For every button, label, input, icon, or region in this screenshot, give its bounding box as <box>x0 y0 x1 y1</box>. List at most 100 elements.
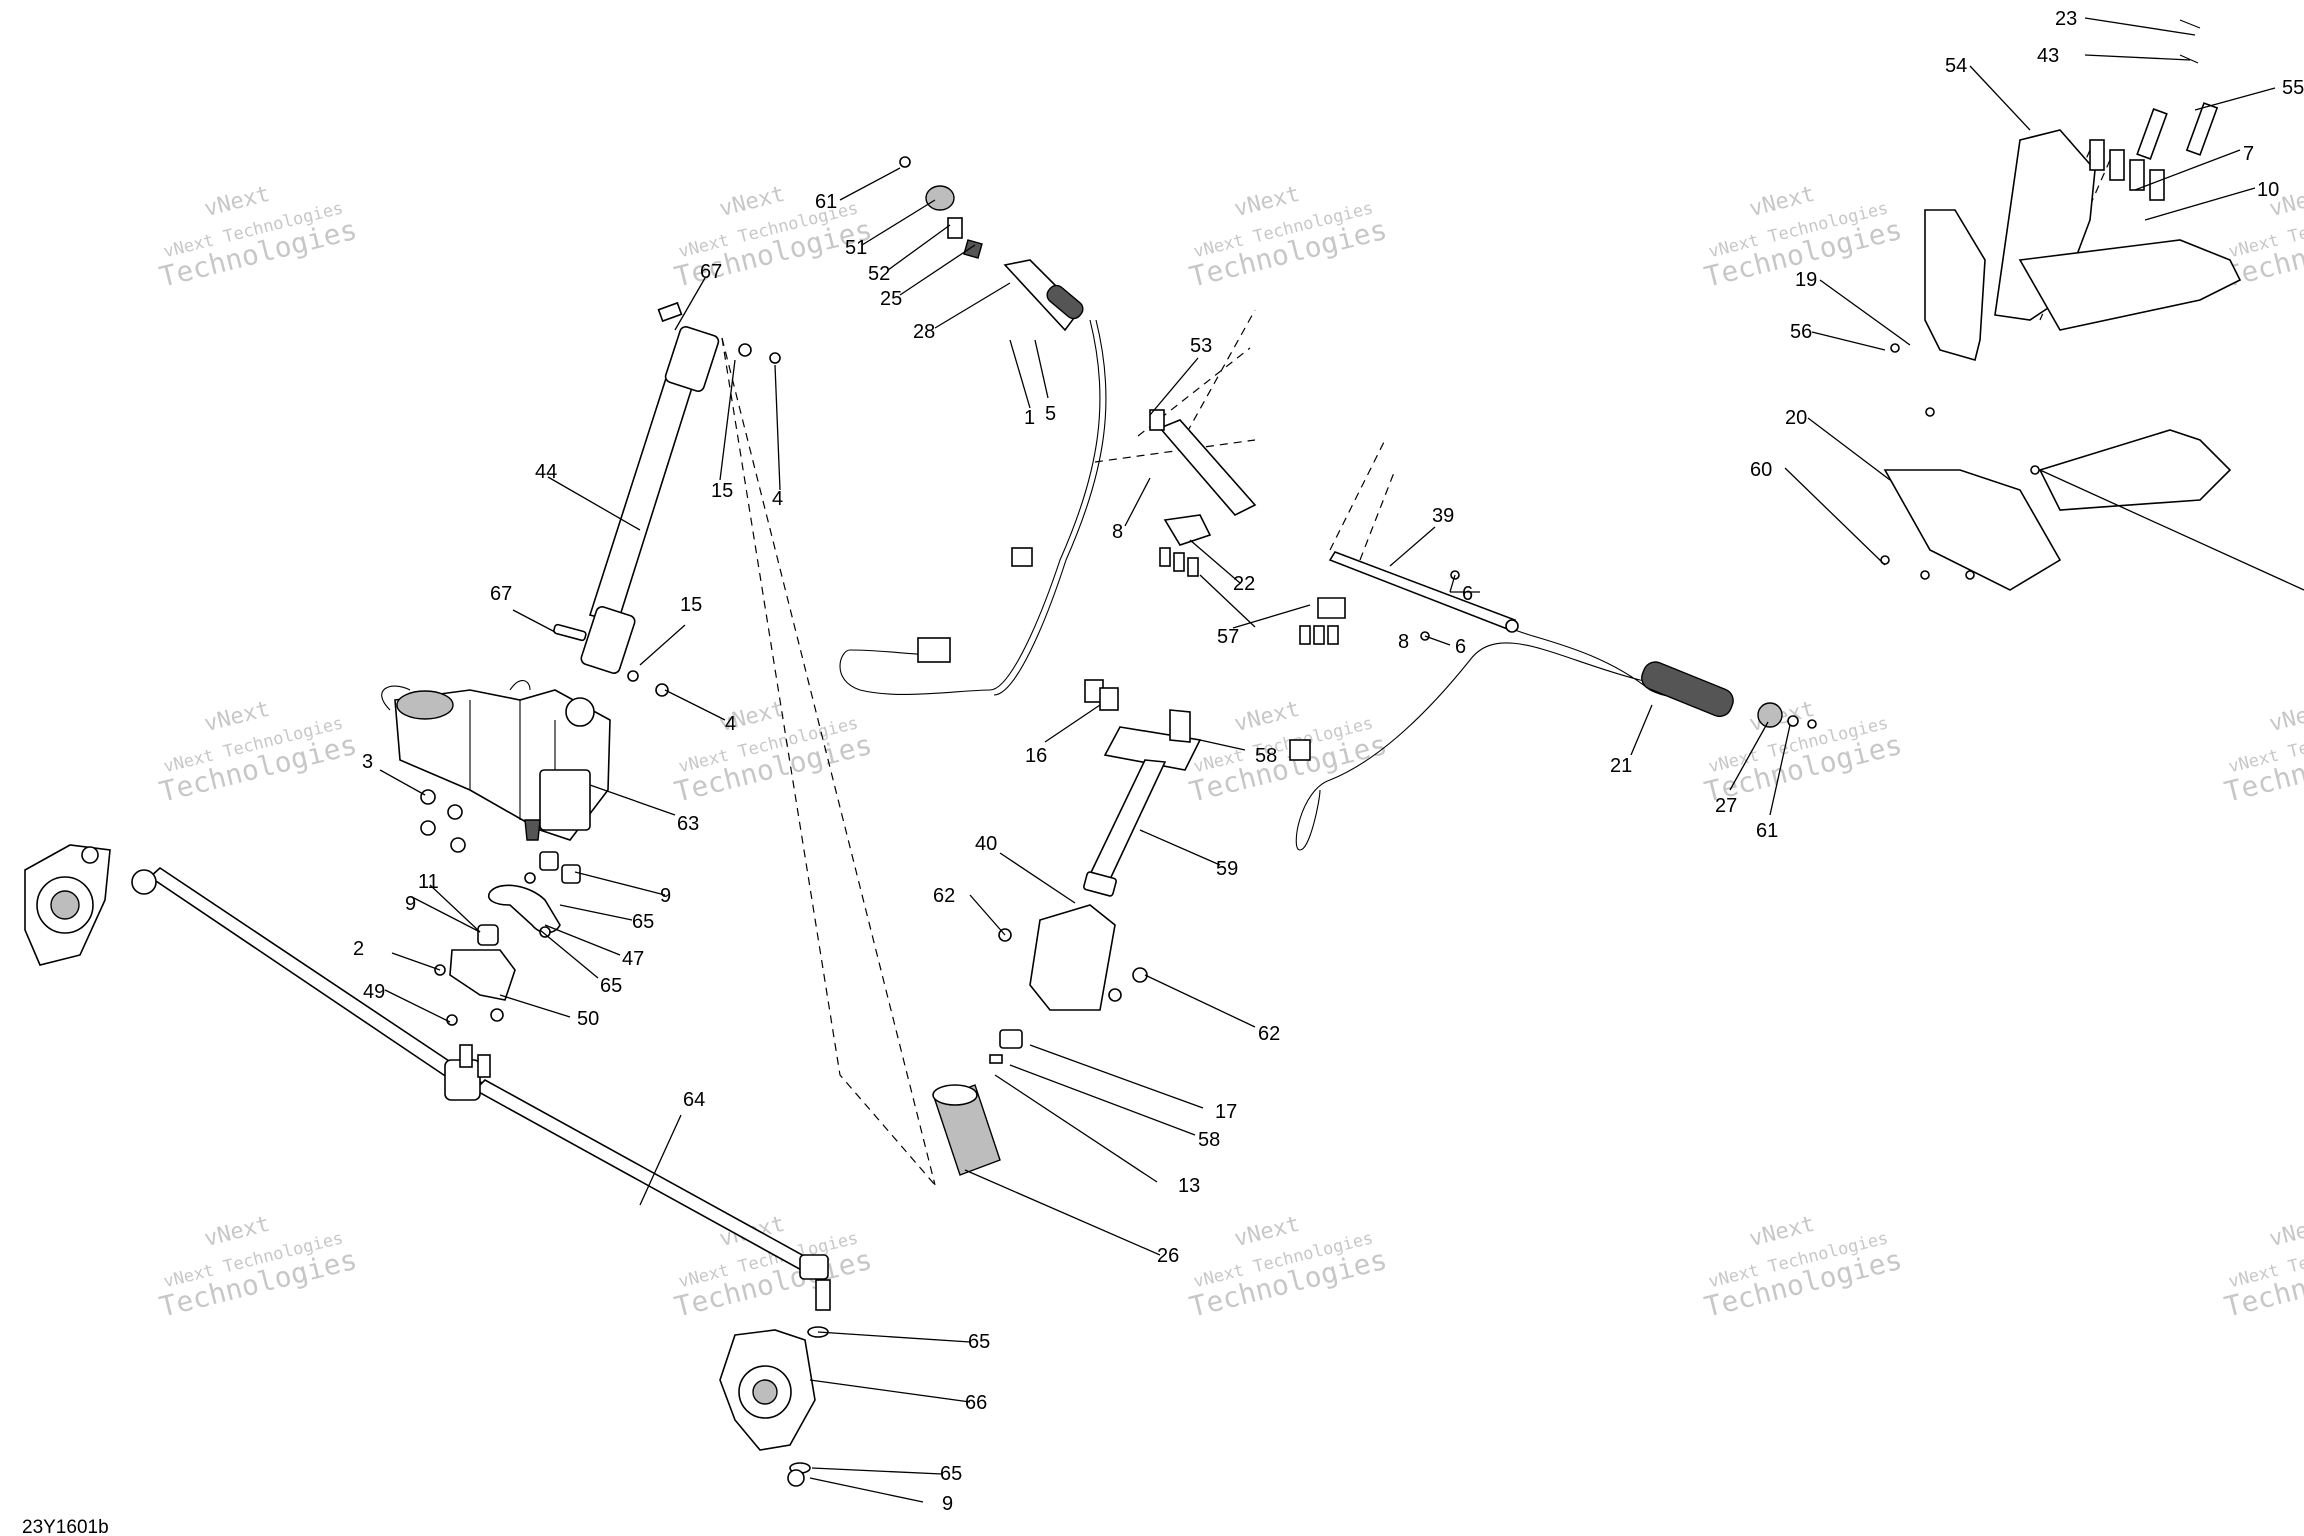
pitman-arm <box>434 851 581 1026</box>
watermark-tag: vNext <box>1747 182 1817 222</box>
callout-label: 43 <box>2037 45 2059 67</box>
watermark-tag: vNext <box>1232 182 1302 222</box>
callout-label: 1 <box>1024 407 1035 429</box>
left-handle-grip <box>899 156 1084 332</box>
right-steering-knuckle <box>719 1326 829 1487</box>
callout-label: 51 <box>845 237 867 259</box>
callout-label: 15 <box>711 480 733 502</box>
callout-label: 39 <box>1432 505 1454 527</box>
callout-label: 62 <box>933 885 955 907</box>
callout-label: 8 <box>1398 631 1409 653</box>
callout-label: 57 <box>1217 626 1239 648</box>
callout-label: 9 <box>660 885 671 907</box>
parts-art <box>24 19 2242 1487</box>
callout-label: 6 <box>1455 636 1466 658</box>
steering-column <box>932 679 1202 1176</box>
left-wiring-harness <box>839 319 1107 696</box>
callout-label: 61 <box>1756 820 1778 842</box>
callout-label: 60 <box>1750 459 1772 481</box>
right-handle-grip <box>1289 629 1817 851</box>
callout-label: 9 <box>942 1493 953 1515</box>
callout-label: 49 <box>363 981 385 1003</box>
callout-label: 40 <box>975 833 997 855</box>
callout-label: 13 <box>1178 1175 1200 1197</box>
power-steering-unit <box>381 680 611 841</box>
callout-label: 21 <box>1610 755 1632 777</box>
callout-label: 52 <box>868 263 890 285</box>
callout-label: 28 <box>913 321 935 343</box>
callout-label: 66 <box>965 1392 987 1414</box>
steering-shaft <box>553 301 781 697</box>
callout-label: 65 <box>968 1331 990 1353</box>
callout-label: 50 <box>577 1008 599 1030</box>
callout-label: 54 <box>1945 55 1967 77</box>
callout-label: 11 <box>418 871 439 893</box>
callout-label: 7 <box>2243 143 2254 165</box>
gearbox-bolts <box>420 789 466 853</box>
callout-label: 64 <box>683 1089 705 1111</box>
callout-label: 17 <box>1215 1101 1237 1123</box>
callout-label: 65 <box>600 975 622 997</box>
callout-label: 53 <box>1190 335 1212 357</box>
callout-label: 58 <box>1255 745 1277 767</box>
callout-label: 44 <box>535 461 557 483</box>
callout-label: 26 <box>1157 1245 1179 1267</box>
callout-label: 23 <box>2055 8 2077 30</box>
callout-label: 55 <box>2282 77 2304 99</box>
callout-label: 56 <box>1790 321 1812 343</box>
callout-label: 16 <box>1025 745 1047 767</box>
watermark-tag: vNext <box>1747 1212 1817 1252</box>
callout-label: 3 <box>362 751 373 773</box>
callout-label: 6 <box>1462 583 1473 605</box>
callout-label: 20 <box>1785 407 1807 429</box>
callout-label: 47 <box>622 948 644 970</box>
leader-lines <box>379 17 2304 1503</box>
callout-label: 10 <box>2257 179 2279 201</box>
watermark-tag: vNext <box>2267 1212 2304 1252</box>
callout-label: 27 <box>1715 795 1737 817</box>
watermark-tag: vNext <box>202 182 272 222</box>
callout-label: 67 <box>700 261 722 283</box>
watermark-tag: vNext <box>202 1212 272 1252</box>
callout-label: 59 <box>1216 858 1238 880</box>
callout-label: 65 <box>940 1463 962 1485</box>
callout-label: 5 <box>1045 403 1056 425</box>
callout-label: 58 <box>1198 1129 1220 1151</box>
watermark-tag: vNext <box>1232 1212 1302 1252</box>
callout-label: 62 <box>1258 1023 1280 1045</box>
callout-label: 9 <box>405 893 416 915</box>
callout-label: 61 <box>815 191 837 213</box>
callout-label: 65 <box>632 911 654 933</box>
upper-console-panels <box>1880 19 2242 591</box>
callout-label: 63 <box>677 813 699 835</box>
watermark-tag: vNext <box>717 182 787 222</box>
throttle-tube <box>1149 409 1257 577</box>
diagram-reference-code: 23Y1601b <box>22 1517 109 1536</box>
callout-label: 25 <box>880 288 902 310</box>
tie-rod <box>131 866 831 1311</box>
watermark-tag: vNext <box>2267 697 2304 737</box>
callout-label: 19 <box>1795 269 1817 291</box>
handlebar <box>1299 551 1519 645</box>
watermark-tag: vNext <box>202 697 272 737</box>
callout-label: 2 <box>353 938 364 960</box>
watermark-tag: vNext <box>1232 697 1302 737</box>
callout-label: 67 <box>490 583 512 605</box>
callout-label: 4 <box>725 713 736 735</box>
left-steering-knuckle <box>24 844 111 966</box>
callout-label: 8 <box>1112 521 1123 543</box>
callout-label: 15 <box>680 594 702 616</box>
callout-label: 4 <box>772 488 783 510</box>
